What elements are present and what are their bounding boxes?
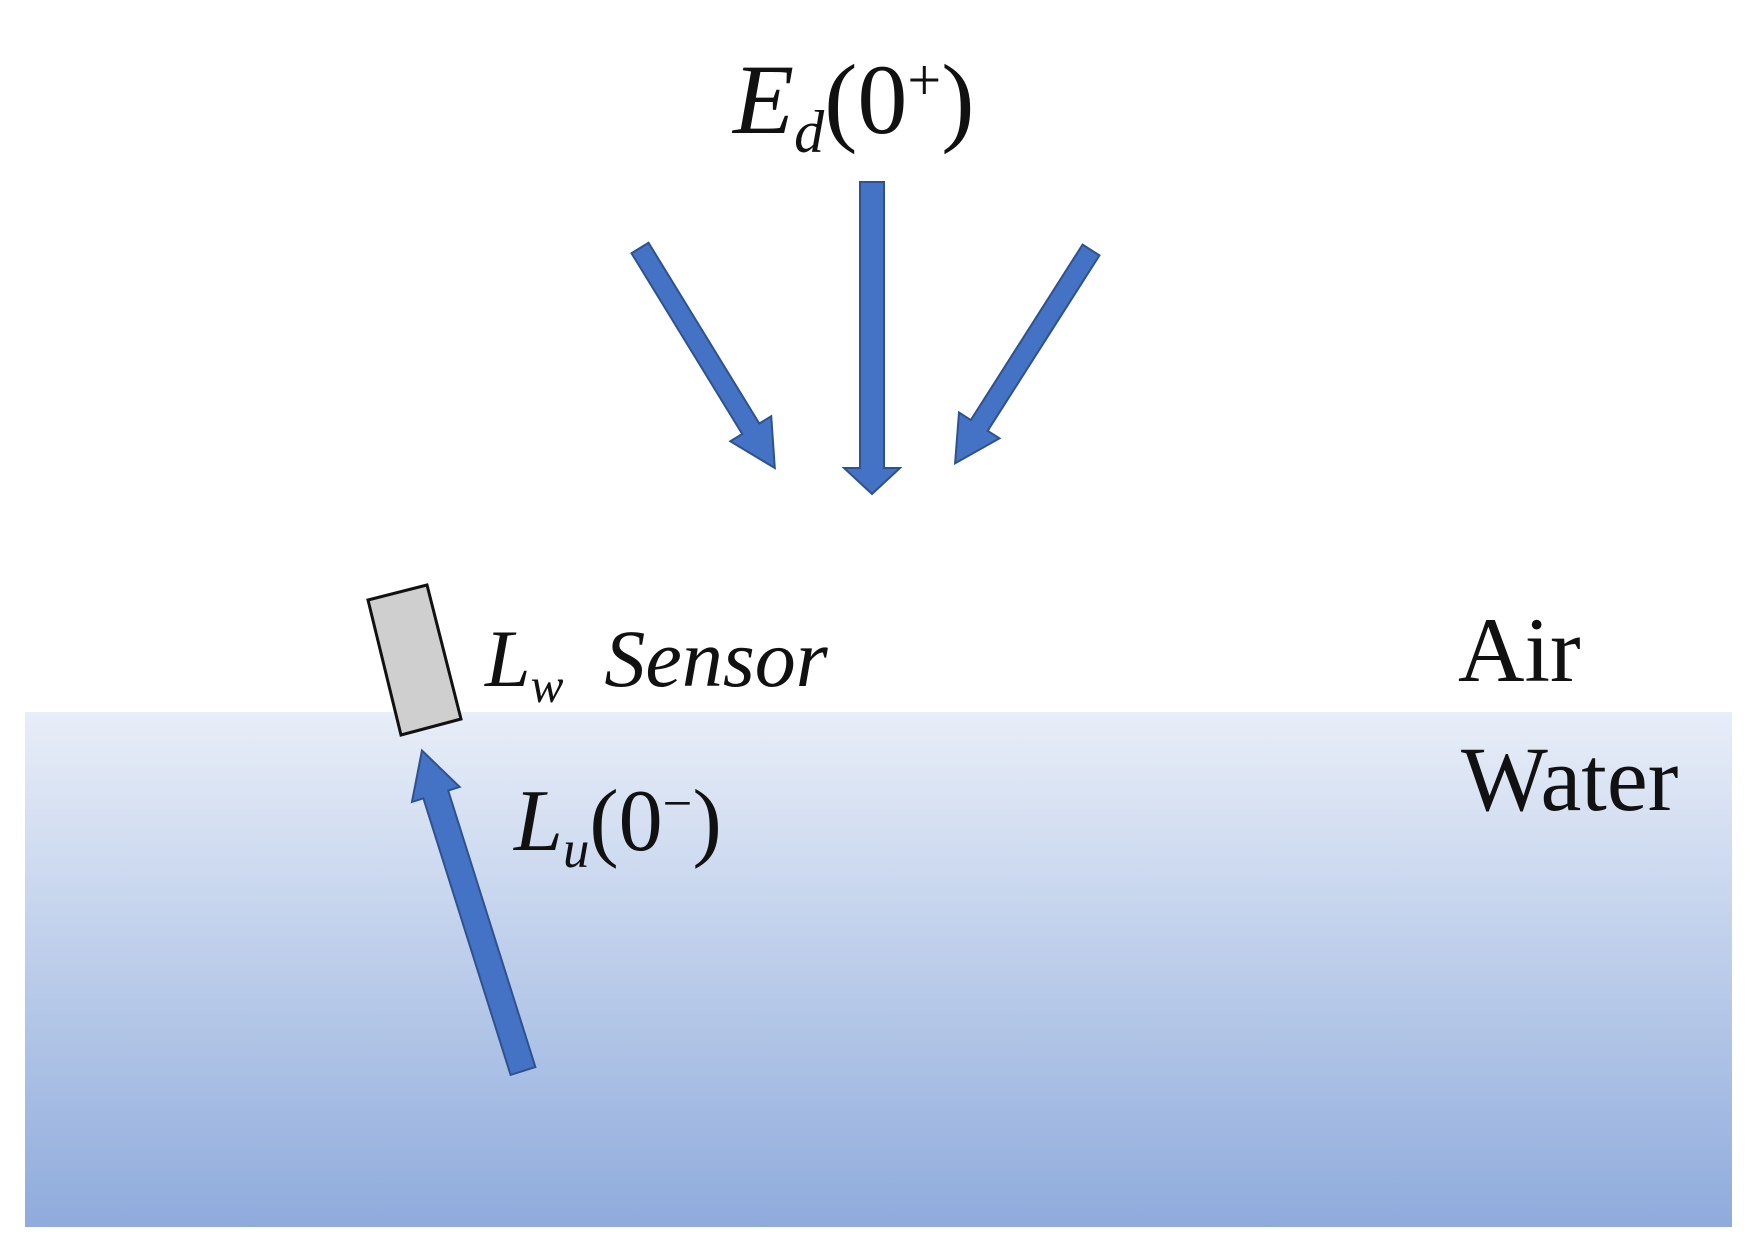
- sensor-icon: [366, 583, 463, 737]
- downwelling-arrows: [630, 181, 1101, 496]
- arrow-up-icon: [410, 748, 537, 1077]
- arrow-down-left-icon: [630, 241, 776, 470]
- water-label: Water: [1461, 728, 1679, 830]
- air-label: Air: [1458, 599, 1581, 701]
- arrow-down-right-icon: [953, 243, 1101, 466]
- ed-label: Ed(0+): [733, 44, 975, 166]
- lw-sensor-label: Lw Sensor: [485, 613, 828, 713]
- water-body: [25, 712, 1732, 1227]
- lu-label: Lu(0−): [514, 773, 722, 879]
- arrow-down-center-icon: [841, 181, 903, 496]
